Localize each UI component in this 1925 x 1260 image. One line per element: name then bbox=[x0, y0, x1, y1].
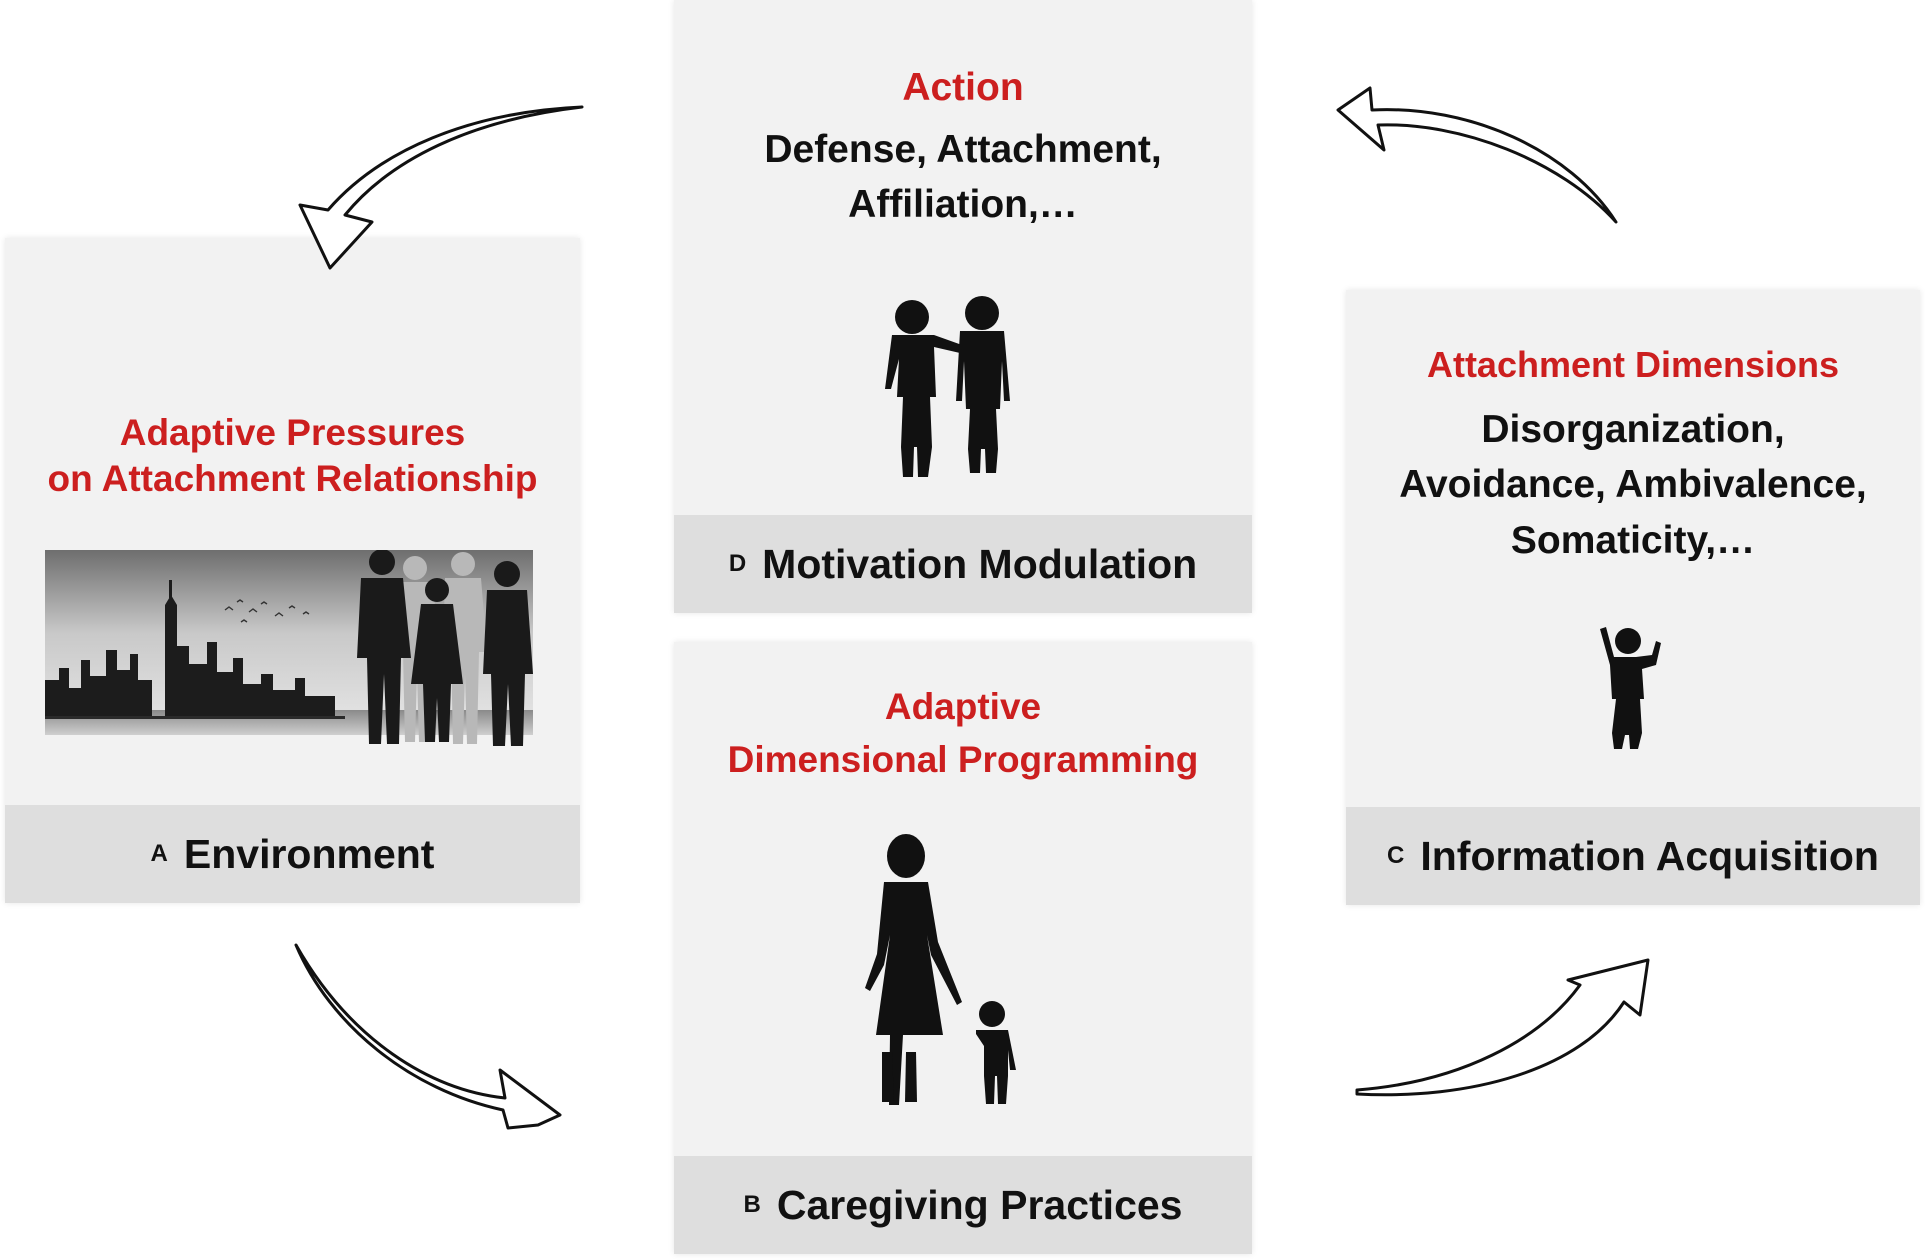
information-heading: Attachment Dimensions bbox=[1426, 344, 1840, 385]
information-footer: C Information Acquisition bbox=[1346, 807, 1920, 905]
motivation-body: Defense, Attachment, Affiliation,… bbox=[674, 122, 1252, 233]
caregiving-heading-line-1: Adaptive bbox=[884, 686, 1042, 727]
panel-caregiving: Adaptive Dimensional Programming B Careg… bbox=[674, 642, 1252, 1254]
arrow-d-to-a bbox=[298, 105, 584, 270]
arrow-c-to-d bbox=[1336, 86, 1618, 224]
information-letter: C bbox=[1387, 842, 1405, 869]
caregiving-letter: B bbox=[743, 1191, 761, 1218]
motivation-body-line-1: Defense, Attachment, bbox=[764, 128, 1162, 171]
information-caption: Information Acquisition bbox=[1420, 832, 1879, 879]
motivation-letter: D bbox=[728, 550, 747, 577]
environment-footer: A Environment bbox=[5, 805, 580, 903]
city-skyline-with-people-icon bbox=[45, 550, 533, 746]
motivation-heading: Action bbox=[902, 66, 1024, 109]
environment-heading: Adaptive Pressures on Attachment Relatio… bbox=[5, 410, 580, 503]
caregiving-heading: Adaptive Dimensional Programming bbox=[674, 680, 1252, 787]
caregiving-heading-line-2: Dimensional Programming bbox=[727, 739, 1199, 781]
information-body-line-2: Avoidance, Ambivalence, bbox=[1399, 463, 1867, 507]
information-body: Disorganization, Avoidance, Ambivalence,… bbox=[1346, 402, 1920, 568]
panel-information: Attachment Dimensions Disorganization, A… bbox=[1346, 290, 1920, 905]
two-children-silhouette-icon bbox=[885, 296, 1010, 477]
arrow-b-to-c bbox=[1355, 958, 1650, 1097]
panel-environment: Adaptive Pressures on Attachment Relatio… bbox=[5, 238, 580, 903]
environment-heading-line-1: Adaptive Pressures bbox=[119, 412, 466, 453]
information-body-line-1: Disorganization, bbox=[1481, 408, 1785, 451]
arrow-a-to-b bbox=[294, 943, 562, 1130]
motivation-footer: D Motivation Modulation bbox=[674, 515, 1252, 613]
caregiving-caption: Caregiving Practices bbox=[776, 1181, 1183, 1228]
motivation-body-line-2: Affiliation,… bbox=[848, 183, 1078, 227]
information-body-line-3: Somaticity,… bbox=[1510, 518, 1756, 562]
caregiving-footer: B Caregiving Practices bbox=[674, 1156, 1252, 1254]
environment-caption: Environment bbox=[183, 830, 435, 877]
parent-holding-child-hand-icon bbox=[865, 834, 1016, 1105]
environment-letter: A bbox=[150, 840, 168, 867]
motivation-caption: Motivation Modulation bbox=[762, 540, 1198, 587]
panel-motivation: Action Defense, Attachment, Affiliation,… bbox=[674, 0, 1252, 613]
toddler-silhouette-icon bbox=[1600, 627, 1661, 749]
environment-heading-line-2: on Attachment Relationship bbox=[47, 458, 538, 500]
